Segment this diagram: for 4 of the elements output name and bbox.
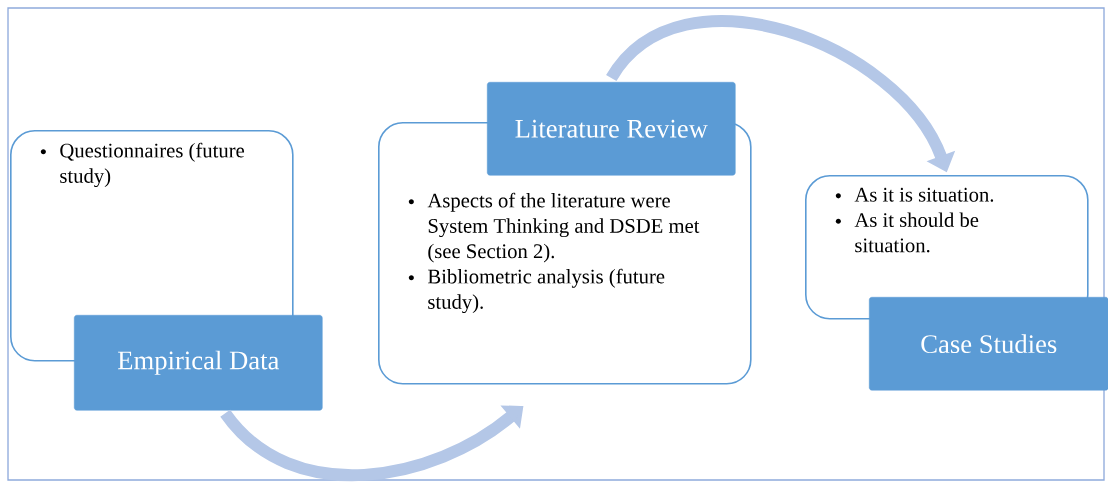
title-box: Case Studies	[869, 297, 1108, 391]
title-box: Literature Review	[487, 82, 736, 176]
title-box: Empirical Data	[74, 315, 323, 411]
curved-arrow	[220, 405, 524, 481]
